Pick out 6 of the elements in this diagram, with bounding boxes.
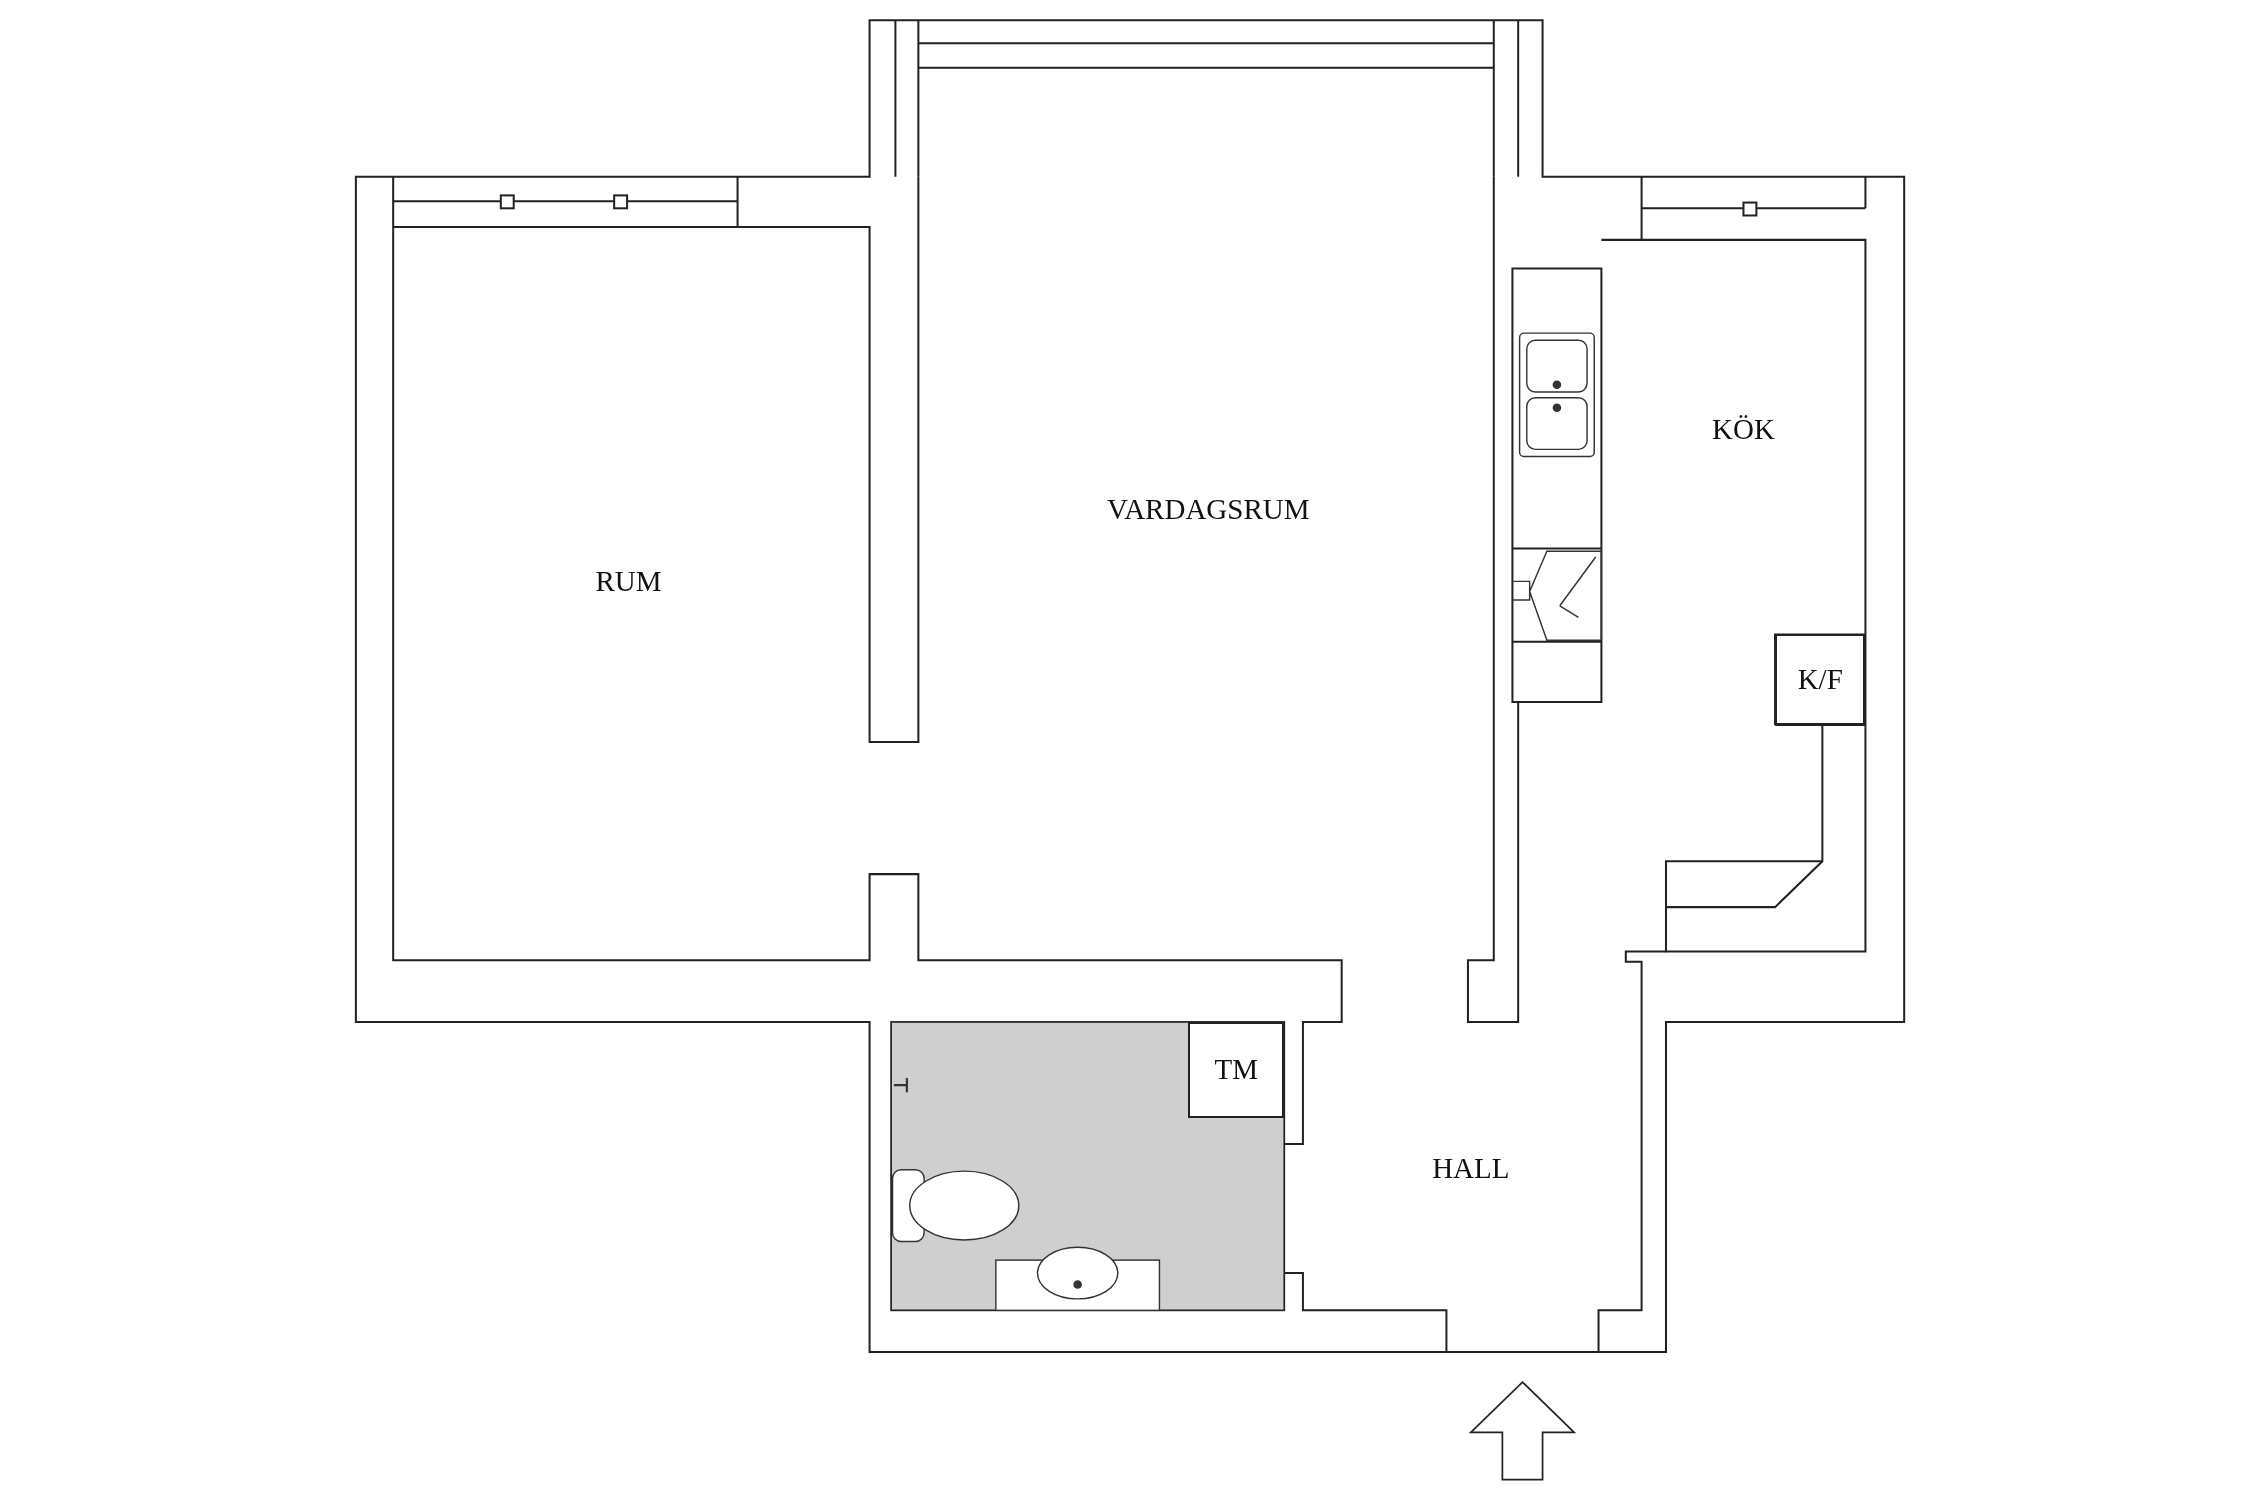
washing-machine-box: TM xyxy=(1188,1021,1285,1118)
room-label: VARDAGSRUM xyxy=(1079,485,1338,534)
room-label: RUM xyxy=(556,556,701,606)
room-label: HALL xyxy=(1406,1143,1536,1193)
fridge-freezer-box: K/F xyxy=(1775,634,1866,725)
room-label: KÖK xyxy=(1686,404,1801,454)
